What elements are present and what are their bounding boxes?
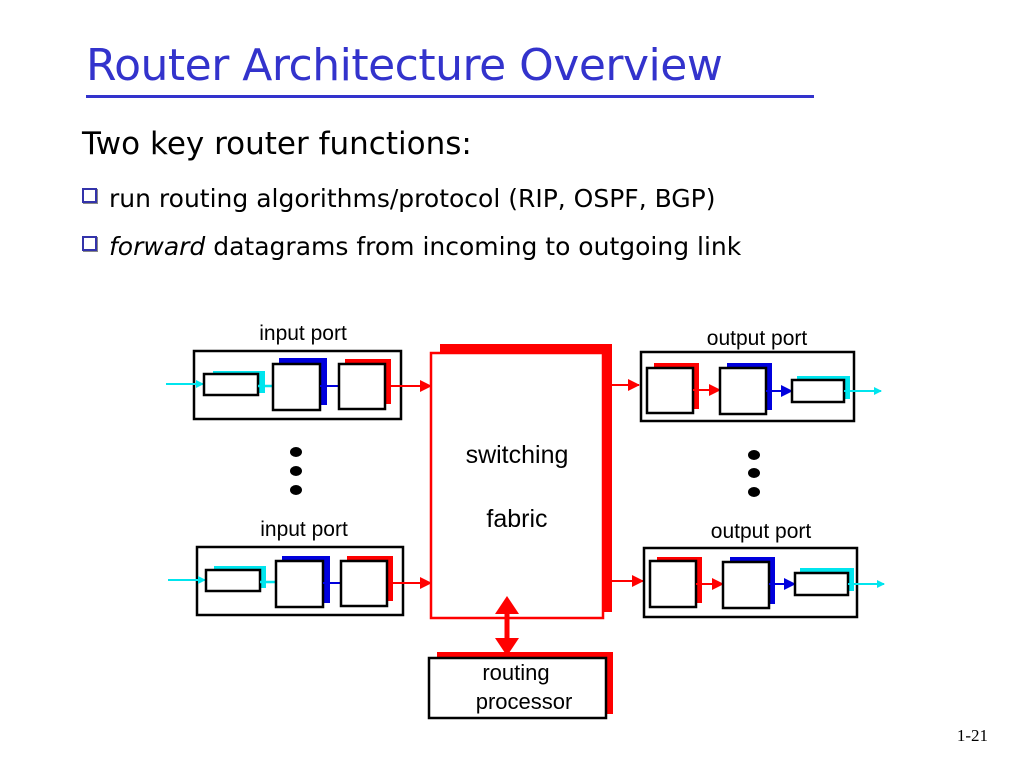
lookup-queue-block: [337, 362, 387, 411]
input-port-top-label: input port: [259, 322, 347, 345]
link-layer-block: [721, 560, 771, 610]
bullet-square-icon: [82, 236, 97, 251]
processor-box: [427, 656, 608, 720]
fabric-label-line1: switching: [466, 441, 569, 469]
bullet-routing: run routing algorithms/protocol (RIP, OS…: [82, 182, 716, 216]
input-port-top: input port: [166, 322, 432, 421]
bullet-text: datagrams from incoming to outgoing link: [205, 232, 742, 261]
processor-label-line2: processor: [476, 689, 573, 714]
output-port-top: output port: [639, 327, 882, 423]
bullet-square-icon: [82, 188, 97, 203]
bullet-forwarding: forward datagrams from incoming to outgo…: [82, 230, 741, 264]
subheading: Two key router functions:: [82, 126, 472, 162]
link-layer-block: [271, 362, 322, 412]
lookup-queue-block: [339, 559, 389, 608]
line-termination-block: [790, 378, 846, 404]
fabric-box: [429, 351, 605, 620]
bullet-emphasis: forward: [109, 232, 206, 261]
link-layer-block: [718, 366, 768, 416]
slide-number: 1-21: [956, 726, 988, 745]
slide-title: Router Architecture Overview: [86, 40, 723, 91]
down-arrowhead-icon: [495, 638, 519, 656]
queue-block: [645, 366, 695, 415]
link-layer-block: [274, 559, 325, 609]
up-arrowhead-icon: [495, 596, 519, 614]
switching-fabric: switching fabric: [429, 344, 644, 620]
output-port-top-label: output port: [707, 327, 808, 350]
bullet-text: run routing algorithms/protocol (RIP, OS…: [109, 184, 716, 213]
line-termination-block: [202, 372, 260, 397]
control-arrow: [495, 596, 519, 656]
title-underline: [86, 95, 814, 98]
input-port-bottom: input port: [168, 518, 432, 617]
processor-label-line1: routing: [482, 660, 549, 685]
ellipsis-dots-left: [290, 447, 302, 495]
ellipsis-dots-right: [748, 450, 760, 497]
routing-processor: routing processor: [427, 652, 613, 720]
output-port-bottom: output port: [642, 520, 885, 619]
line-termination-block: [793, 571, 850, 597]
fabric-label-line2: fabric: [486, 505, 547, 533]
line-termination-block: [204, 568, 262, 593]
input-port-bottom-label: input port: [260, 518, 348, 541]
output-port-bottom-label: output port: [711, 520, 812, 543]
queue-block: [648, 559, 698, 609]
